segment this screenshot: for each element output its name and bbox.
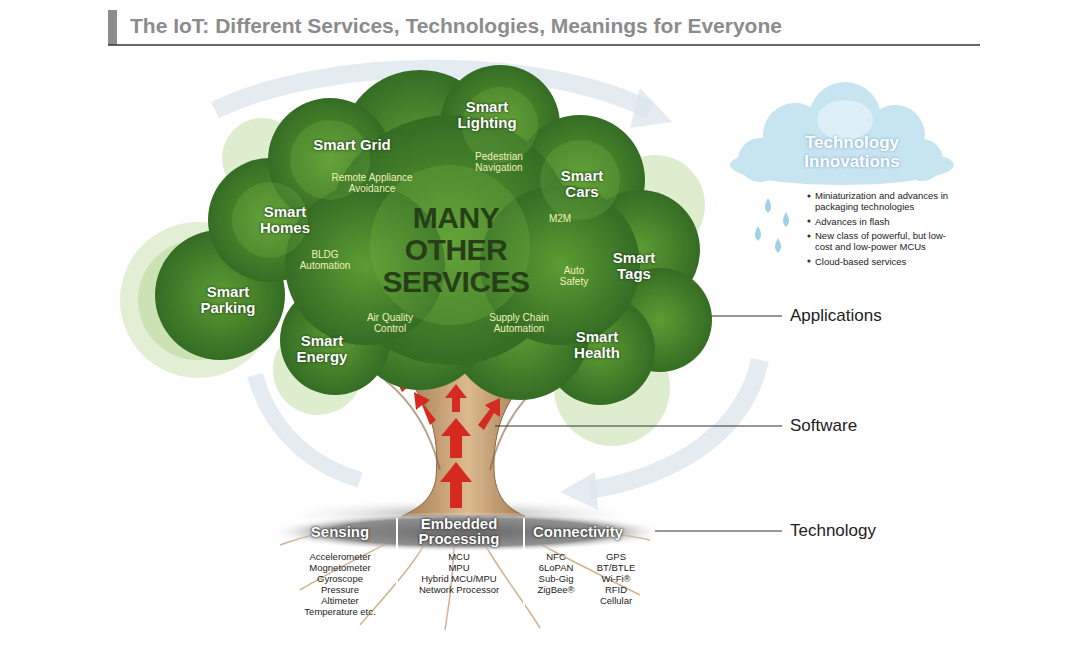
sensing-group: SensingAccelerometerMognetometerGyroscop… [290, 515, 395, 620]
column-divider [523, 518, 525, 615]
node-text: Air Quality Control [360, 312, 420, 334]
title-rule [108, 44, 980, 46]
node-text: Supply Chain Automation [484, 312, 554, 334]
layer-label: Applications [790, 306, 882, 326]
title-bar [108, 10, 117, 45]
cycle-arrowhead [630, 88, 672, 128]
node-text: GPS [586, 551, 646, 562]
node-text: Mognetometer [290, 562, 390, 573]
heading-band [268, 512, 668, 552]
node-text: Pedestrian Navigation [467, 151, 532, 173]
node-text: MANY OTHER SERVICES [376, 202, 536, 298]
bullet-dot [807, 259, 810, 262]
node-text: ZigBee® [529, 584, 583, 595]
node-text: Smart Energy [282, 333, 362, 365]
node-text: Auto Safety [554, 265, 594, 287]
node-text: Smart Lighting [447, 99, 527, 131]
node-text: Network Processor [404, 584, 514, 595]
node-text: Accelerometer [290, 551, 390, 562]
node-text: 6LoPAN [529, 562, 583, 573]
bullet-note: New class of powerful, but low-cost and … [815, 230, 955, 252]
branch-line [385, 380, 440, 470]
node-text: Sub-Gig [529, 573, 583, 584]
node-text: Altimeter [290, 595, 390, 606]
node-text: Hybrid MCU/MPU [404, 573, 514, 584]
node-text: Smart Grid [312, 137, 392, 153]
node-text: Temperature etc. [290, 606, 390, 617]
tree-canopy: Smart LightingSmart GridPedestrian Navig… [150, 60, 730, 420]
node-text: M2M [540, 213, 580, 224]
node-text: Embedded Processing [404, 516, 514, 546]
bullet-dot [807, 194, 810, 197]
leader-line [655, 531, 782, 532]
node-text: Cellular [586, 595, 646, 606]
tree-roots [280, 516, 650, 630]
layer-label: Technology [790, 521, 876, 541]
node-text: Technology Innovations [782, 133, 922, 171]
node-text: Wi-Fi® [586, 573, 646, 584]
node-text: MCU [404, 551, 514, 562]
cloud-box: Technology Innovations [720, 88, 945, 188]
rain-drop [755, 226, 761, 241]
bullet-dot [807, 219, 810, 222]
rain-drop [765, 198, 771, 213]
bullet-note: Advances in flash [815, 216, 955, 227]
diagram-title: The IoT: Different Services, Technologie… [130, 14, 782, 38]
node-text: Smart Tags [594, 250, 674, 282]
node-text: Smart Homes [245, 204, 325, 236]
node-text: Pressure [290, 584, 390, 595]
rain-drop [783, 212, 789, 227]
node-text: MPU [404, 562, 514, 573]
node-text: Smart Health [557, 329, 637, 361]
flow-arrow [440, 462, 472, 508]
node-text: BT/BTLE [586, 562, 646, 573]
node-text: Remote Appliance Avoidance [325, 172, 420, 194]
node-text: Smart Cars [542, 168, 622, 200]
flow-arrow [445, 384, 467, 412]
node-text: BLDG Automation [293, 249, 358, 271]
leader-line [495, 426, 782, 427]
connectivity-group: ConnectivityNFCGPS6LoPANBT/BTLESub-GigWi… [528, 515, 650, 610]
node-text: Connectivity [523, 524, 633, 539]
node-text: Smart Parking [188, 284, 268, 316]
node-text: Gyroscope [290, 573, 390, 584]
bullet-note: Miniaturization and advances in packagin… [815, 190, 955, 212]
flow-arrow [414, 392, 436, 425]
node-text: RFID [586, 584, 646, 595]
flow-arrow [478, 398, 500, 430]
node-text: Sensing [290, 524, 390, 539]
layer-label: Software [790, 416, 857, 436]
bullet-dot [807, 234, 810, 237]
bullet-note: Cloud-based services [815, 256, 955, 267]
rain-drop [775, 238, 781, 253]
node-text: NFC [529, 551, 583, 562]
flow-arrow [441, 418, 471, 458]
column-divider [396, 518, 398, 615]
processing-group: Embedded ProcessingMCUMPUHybrid MCU/MPUN… [400, 512, 520, 602]
cloud-puff [901, 139, 943, 181]
